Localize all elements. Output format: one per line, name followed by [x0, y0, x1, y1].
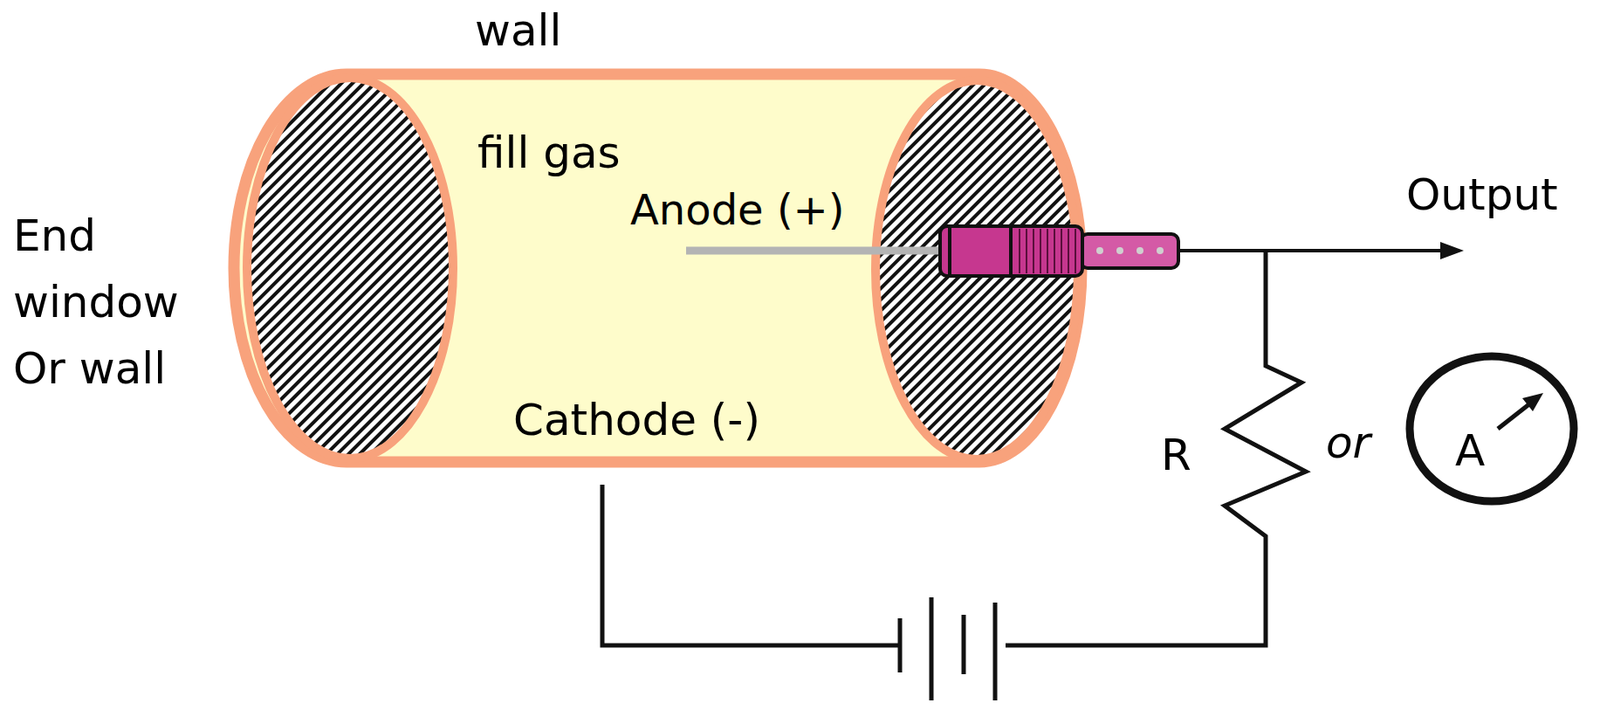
resistor-label: R — [1160, 432, 1192, 477]
end-window-label: End window Or wall — [13, 202, 201, 402]
chamber-body — [233, 74, 1082, 462]
fill-gas-label: fill gas — [477, 130, 621, 175]
resistor-symbol — [1005, 250, 1306, 646]
meter-letter: A — [1455, 428, 1485, 473]
battery-symbol — [899, 597, 996, 701]
feedthrough-connector — [1080, 233, 1179, 268]
anode-wire — [686, 247, 945, 255]
output-label: Output — [1406, 172, 1559, 217]
end-window — [247, 77, 454, 459]
meter-outline — [1405, 351, 1579, 506]
cathode-label: Cathode (-) — [513, 398, 761, 442]
feedthrough-connector — [940, 226, 1083, 276]
cathode-wire — [602, 484, 899, 646]
anode-label: Anode (+) — [630, 188, 845, 231]
ammeter-symbol: A — [1405, 351, 1579, 506]
wall-label: wall — [474, 8, 562, 53]
or-label: or — [1325, 420, 1371, 465]
output-arrowhead — [1440, 241, 1464, 260]
output-wire — [1178, 248, 1445, 253]
